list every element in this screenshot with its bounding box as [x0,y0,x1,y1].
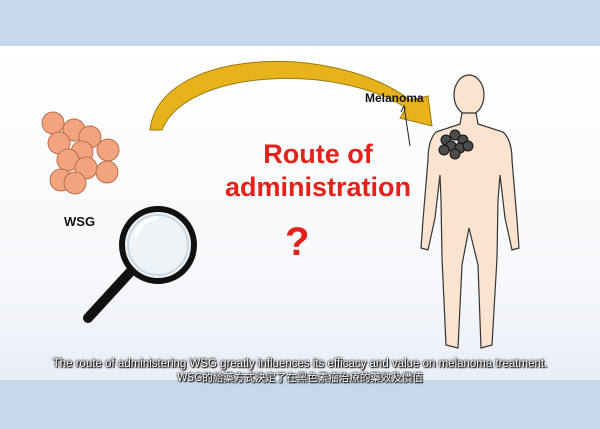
title-line-2: administration [224,172,412,202]
caption: The route of administering WSG greatly i… [0,357,600,385]
caption-chinese: WSG的給藥方式決定了在黑色素瘤治療的藥效及價值 [177,372,423,384]
melanoma-label: Melanoma [365,91,424,105]
pointer-line [400,104,411,147]
title-line-1: Route of [263,139,373,169]
curved-arrow-icon [149,60,433,131]
wsg-label: WSG [64,214,96,229]
title: Route of administration [218,138,418,204]
caption-english: The route of administering WSG greatly i… [52,358,548,370]
wsg-particles-icon [41,111,120,195]
content-panel [0,46,600,380]
question-mark: ? [285,220,310,264]
melanoma-cells-icon [438,129,474,160]
human-body-icon [420,74,520,349]
magnifying-glass-icon [83,206,197,323]
